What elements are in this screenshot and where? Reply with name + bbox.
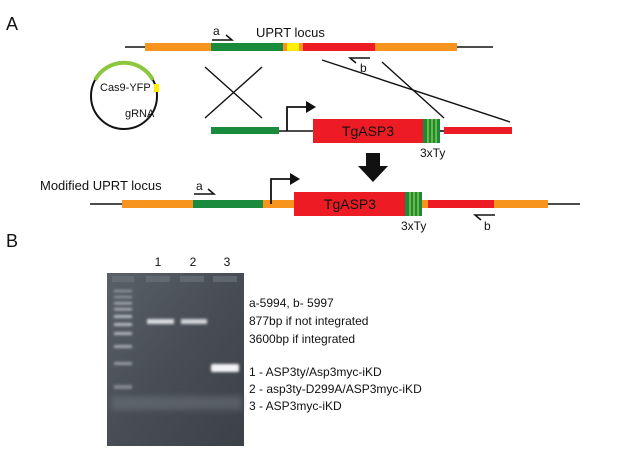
- promoter-arrow-icon: [306, 101, 316, 113]
- ladder-bands: [114, 290, 132, 389]
- cas9-yfp-arc: [93, 60, 155, 82]
- construct-green-arm: [211, 127, 279, 134]
- primer-b-label: b: [360, 61, 367, 75]
- locus-green-segment: [211, 43, 283, 51]
- ladder-band: [114, 315, 132, 318]
- grna-label: gRNA: [125, 108, 155, 120]
- gel-well-1: [146, 276, 170, 282]
- gel-well-ladder: [112, 276, 134, 282]
- modified-primer-b-arrow-icon: [472, 214, 495, 221]
- lane-3-band: [211, 364, 239, 372]
- lane-2-band: [181, 319, 207, 324]
- donor-construct: [211, 101, 512, 143]
- gel-well-3: [213, 276, 237, 282]
- modified-gene-label: TgASP3: [324, 196, 376, 212]
- ladder-band: [114, 302, 132, 305]
- panel-a-label: A: [6, 14, 18, 34]
- construct-red-arm: [444, 127, 512, 134]
- ladder-band: [114, 362, 132, 365]
- ladder-band: [114, 296, 132, 298]
- not-integrated-text: 877bp if not integrated: [249, 314, 368, 328]
- locus-red-segment: [303, 43, 375, 51]
- construct-gene-label: TgASP3: [342, 123, 394, 139]
- primer-a-label: a: [213, 24, 220, 38]
- locus-yellow-segment: [287, 43, 299, 51]
- grna-marker: [154, 84, 159, 92]
- agarose-gel-image: [107, 273, 244, 446]
- integrated-text: 3600bp if integrated: [249, 332, 355, 346]
- modified-gene-box: [294, 192, 405, 216]
- uprt-locus: [125, 43, 493, 51]
- primer-info-text: a-5994, b- 5997: [249, 296, 334, 310]
- primer-b-arrow-icon: [347, 57, 370, 64]
- modified-primer-a-arrow-icon: [194, 188, 217, 195]
- recombination-lines: [204, 59, 511, 123]
- promoter-arrow-line: [286, 106, 308, 131]
- modified-locus-label: Modified UPRT locus: [40, 178, 162, 193]
- cas9-plasmid: [90, 60, 159, 130]
- ladder-band: [114, 308, 132, 311]
- sample-3-text: 3 - ASP3myc-iKD: [249, 399, 342, 413]
- modified-primer-a-label: a: [196, 179, 203, 193]
- ladder-band: [114, 385, 132, 389]
- modified-locus: [90, 173, 580, 216]
- ladder-band: [114, 290, 132, 292]
- modified-green-segment: [193, 200, 263, 208]
- crossover-line-3: [321, 59, 511, 123]
- lane-label-2: 2: [190, 255, 197, 269]
- crossover-line-2: [204, 66, 263, 119]
- ladder-band: [114, 345, 132, 348]
- sample-2-text: 2 - asp3ty-D299A/ASP3myc-iKD: [249, 382, 422, 396]
- ladder-band: [114, 323, 132, 326]
- primer-dimer-smear: [112, 396, 242, 410]
- construct-tag-label: 3xTy: [420, 146, 445, 160]
- panel-b-label: B: [6, 231, 18, 251]
- gel-background: [107, 273, 244, 446]
- modified-promoter-arrow-icon: [290, 173, 300, 185]
- construct-gene-box: [313, 119, 423, 143]
- primer-a-arrow-icon: [212, 34, 235, 41]
- locus-orange-gap-2: [299, 43, 303, 51]
- down-arrow-icon: [358, 153, 388, 182]
- plasmid-label: Cas9-YFP: [100, 82, 151, 94]
- modified-primer-b-label: b: [484, 219, 491, 233]
- modified-promoter-line: [270, 178, 292, 204]
- lane-label-3: 3: [224, 255, 231, 269]
- ladder-band: [114, 332, 132, 335]
- crossover-line-4: [381, 61, 445, 119]
- sample-1-text: 1 - ASP3ty/Asp3myc-iKD: [249, 365, 382, 379]
- lane-1-band: [147, 319, 174, 324]
- uprt-locus-label: UPRT locus: [256, 25, 325, 40]
- lane-label-1: 1: [155, 255, 162, 269]
- gel-well-2: [180, 276, 204, 282]
- modified-tag-label: 3xTy: [401, 219, 426, 233]
- locus-orange-gap: [283, 43, 287, 51]
- modified-red-segment: [428, 200, 494, 208]
